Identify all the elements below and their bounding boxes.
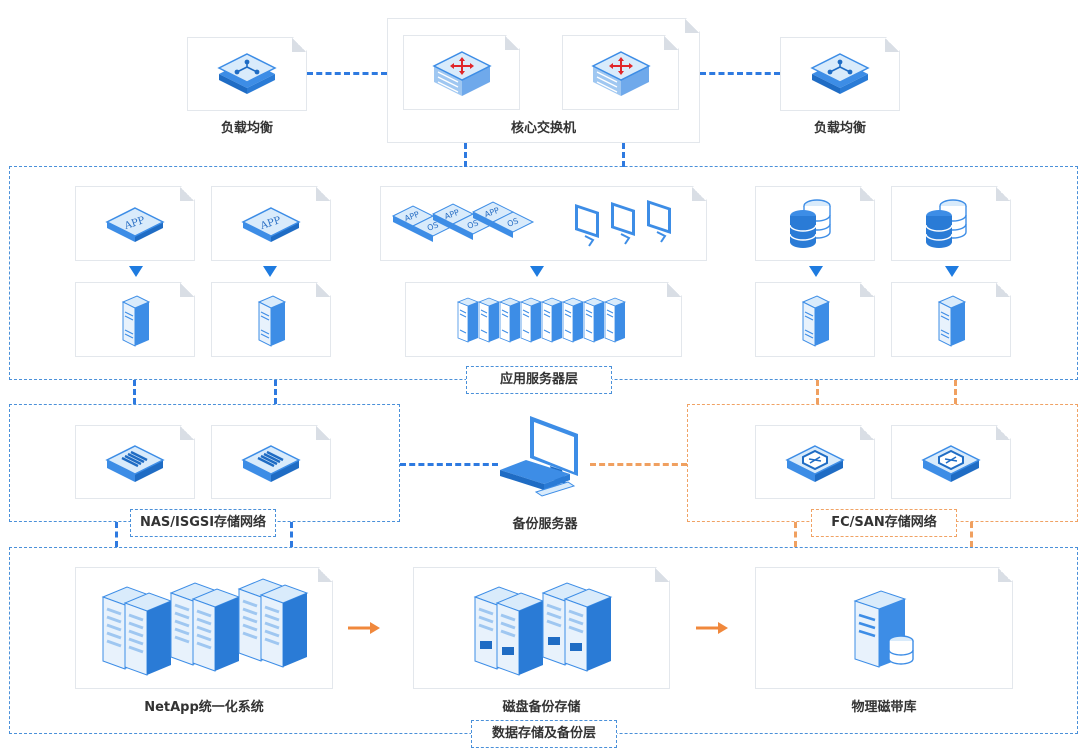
app-icon: APP: [239, 204, 303, 244]
netapp-card: [75, 567, 333, 689]
database-icon: [785, 198, 845, 250]
router-icon: [589, 48, 653, 98]
server-card-4: [891, 282, 1011, 357]
server-cluster-card: [405, 282, 682, 357]
link-app-nas-2: [274, 380, 277, 404]
nas-network-label: NAS/ISGSI存储网络: [130, 509, 276, 537]
tape-library-card: [755, 567, 1013, 689]
load-balancer-left-card: [187, 37, 307, 111]
nas-switch-card-1: [75, 425, 195, 499]
core-switch-2-card: [562, 35, 679, 110]
link-nas-backup: [400, 463, 498, 466]
link-nas-data-2: [290, 522, 293, 547]
tape-library-label: 物理磁带库: [851, 700, 917, 715]
link-core-app-1: [464, 143, 467, 167]
fc-switch-card-1: [755, 425, 875, 499]
link-lb-left-core: [307, 72, 387, 75]
server-icon: [931, 292, 971, 348]
down-arrow-icon: [945, 266, 959, 277]
app-icon: APP: [103, 204, 167, 244]
disk-backup-label: 磁盘备份存储: [502, 700, 581, 715]
fcsan-network-zone: [687, 404, 1078, 522]
down-arrow-icon: [809, 266, 823, 277]
virtualization-card: APP OS APP OS APP OS: [380, 186, 707, 261]
disk-backup-card: [413, 567, 670, 689]
link-fc-data-1: [794, 522, 797, 547]
nas-network-zone: [9, 404, 400, 522]
link-app-fc-1: [816, 380, 819, 404]
server-card-3: [755, 282, 875, 357]
os-badge-text: OS: [466, 218, 480, 230]
load-balancer-icon: [215, 52, 279, 96]
database-icon: [921, 198, 981, 250]
link-core-app-2: [622, 143, 625, 167]
disk-array-icon: [471, 583, 613, 673]
load-balancer-right-card: [780, 37, 900, 111]
server-icon: [251, 292, 291, 348]
app-card-2: APP: [211, 186, 331, 261]
storage-rack-group-icon: [99, 583, 309, 673]
backup-server-label: 备份服务器: [512, 517, 578, 532]
backup-server-icon: [500, 416, 578, 497]
database-card-1: [755, 186, 875, 261]
router-icon: [430, 48, 494, 98]
right-arrow-icon: [696, 622, 728, 634]
storage-switch-icon: [239, 440, 303, 484]
link-core-lb-right: [700, 72, 780, 75]
monitor-group-icon: [569, 198, 689, 250]
load-balancer-left-label: 负载均衡: [220, 121, 273, 136]
link-nas-data-1: [115, 522, 118, 547]
fcsan-network-label: FC/SAN存储网络: [811, 509, 957, 537]
link-fc-data-2: [970, 522, 973, 547]
link-app-fc-2: [954, 380, 957, 404]
link-backup-fc: [590, 463, 687, 466]
nas-switch-card-2: [211, 425, 331, 499]
fc-switch-card-2: [891, 425, 1011, 499]
fc-switch-icon: [919, 440, 983, 484]
os-badge-text: OS: [426, 220, 440, 232]
server-card-1: [75, 282, 195, 357]
app-card-1: APP: [75, 186, 195, 261]
load-balancer-right-label: 负载均衡: [813, 121, 866, 136]
app-os-stack-icon: APP OS APP OS APP OS: [389, 196, 557, 252]
core-switch-label: 核心交换机: [510, 121, 576, 136]
link-app-nas-1: [133, 380, 136, 404]
load-balancer-icon: [808, 52, 872, 96]
server-card-2: [211, 282, 331, 357]
down-arrow-icon: [263, 266, 277, 277]
os-badge-text: OS: [506, 216, 520, 228]
right-arrow-icon: [348, 622, 380, 634]
database-card-2: [891, 186, 1011, 261]
app-layer-title: 应用服务器层: [466, 366, 612, 394]
server-cluster-icon: [454, 294, 634, 346]
storage-switch-icon: [103, 440, 167, 484]
netapp-label: NetApp统一化系统: [144, 700, 264, 715]
server-icon: [795, 292, 835, 348]
down-arrow-icon: [129, 266, 143, 277]
server-icon: [115, 292, 155, 348]
core-switch-1-card: [403, 35, 520, 110]
tape-library-icon: [839, 585, 929, 671]
data-layer-title: 数据存储及备份层: [471, 720, 617, 748]
down-arrow-icon: [530, 266, 544, 277]
fc-switch-icon: [783, 440, 847, 484]
